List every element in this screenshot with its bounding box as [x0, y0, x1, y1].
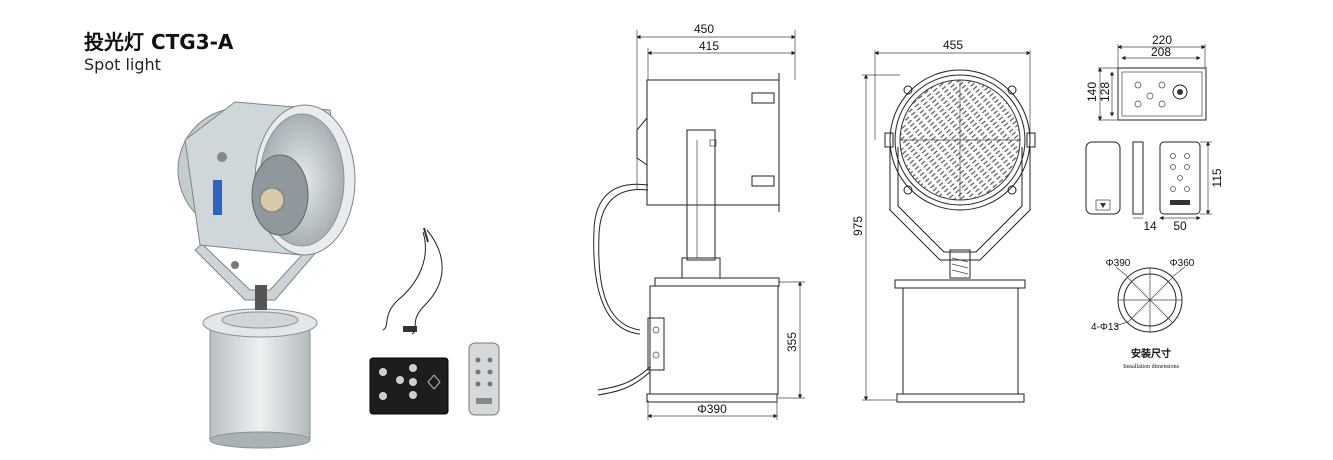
dim-d390-label: Φ390 — [697, 402, 727, 416]
dim-450-label: 450 — [694, 22, 714, 36]
dim-975-label: 975 — [851, 216, 865, 236]
dim-355-label: 355 — [785, 332, 799, 352]
dim-140-label: 140 — [1085, 82, 1099, 102]
dim-455-label: 455 — [943, 38, 963, 52]
dim-50-label: 50 — [1173, 219, 1187, 233]
product-subtitle: Spot light — [84, 55, 161, 74]
dim-14-label: 14 — [1143, 219, 1157, 233]
dim-128-label: 128 — [1098, 82, 1112, 102]
outer-diameter-label: Φ390 — [1106, 258, 1131, 269]
installation-label-en: Installation dimensions — [1123, 364, 1179, 370]
control-box-drawing — [1097, 44, 1207, 121]
antenna-photo — [382, 227, 443, 335]
dim-115-label: 115 — [1210, 168, 1224, 187]
product-title: 投光灯 CTG3-A — [84, 30, 234, 54]
installation-label-cn: 安装尺寸 — [1131, 347, 1171, 360]
spotlight-photo — [177, 101, 356, 449]
remote-drawing — [1085, 141, 1212, 221]
dim-220-label: 220 — [1152, 33, 1172, 47]
dim-208-label: 208 — [1151, 45, 1171, 59]
control-panel-photo — [369, 357, 449, 415]
remote-photo — [468, 342, 500, 416]
installation-drawing — [1114, 266, 1186, 333]
inner-diameter-label: Φ360 — [1170, 258, 1195, 269]
dim-415-label: 415 — [699, 39, 719, 53]
side-view-drawing — [593, 30, 805, 420]
holes-label: 4-Φ13 — [1091, 322, 1119, 333]
front-view-drawing — [862, 50, 1036, 403]
